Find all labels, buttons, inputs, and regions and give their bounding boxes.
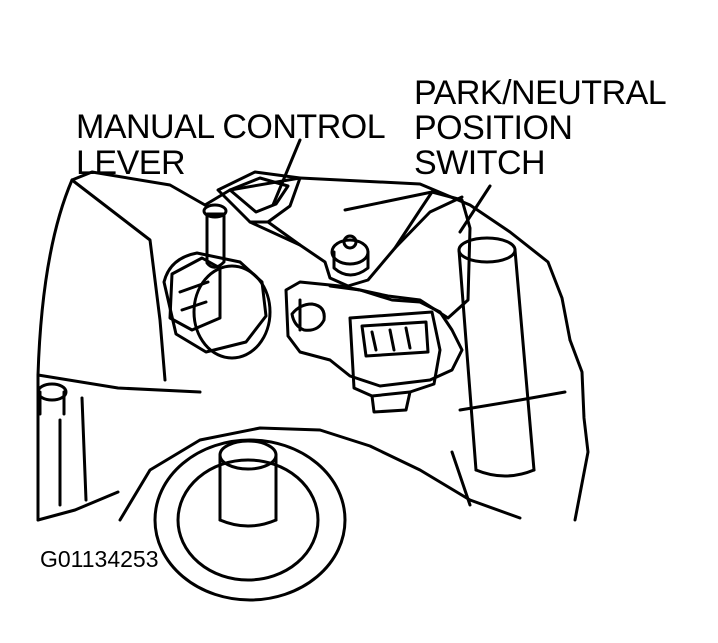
detent-bracket: [216, 170, 464, 288]
round-boss: [153, 438, 347, 602]
figure-id: G01134253: [40, 546, 159, 572]
manual-lever-leader: [271, 138, 302, 207]
park-neutral-switch-label-line3: SWITCH: [414, 144, 546, 182]
switch-connector: [348, 310, 442, 414]
left-bolt: [36, 382, 68, 416]
manual-control-lever-label-line2: LEVER: [76, 144, 186, 182]
switch-leader: [458, 184, 492, 234]
manual-control-lever: [162, 203, 272, 360]
park-neutral-switch-body: [284, 190, 472, 388]
manual-control-lever-label-line1: MANUAL CONTROL: [76, 108, 386, 146]
park-neutral-switch-label-line1: PARK/NEUTRAL: [414, 74, 667, 112]
transmission-case: [36, 170, 590, 522]
shaft-tube: [457, 236, 536, 478]
park-neutral-switch-label-line2: POSITION: [414, 109, 573, 147]
